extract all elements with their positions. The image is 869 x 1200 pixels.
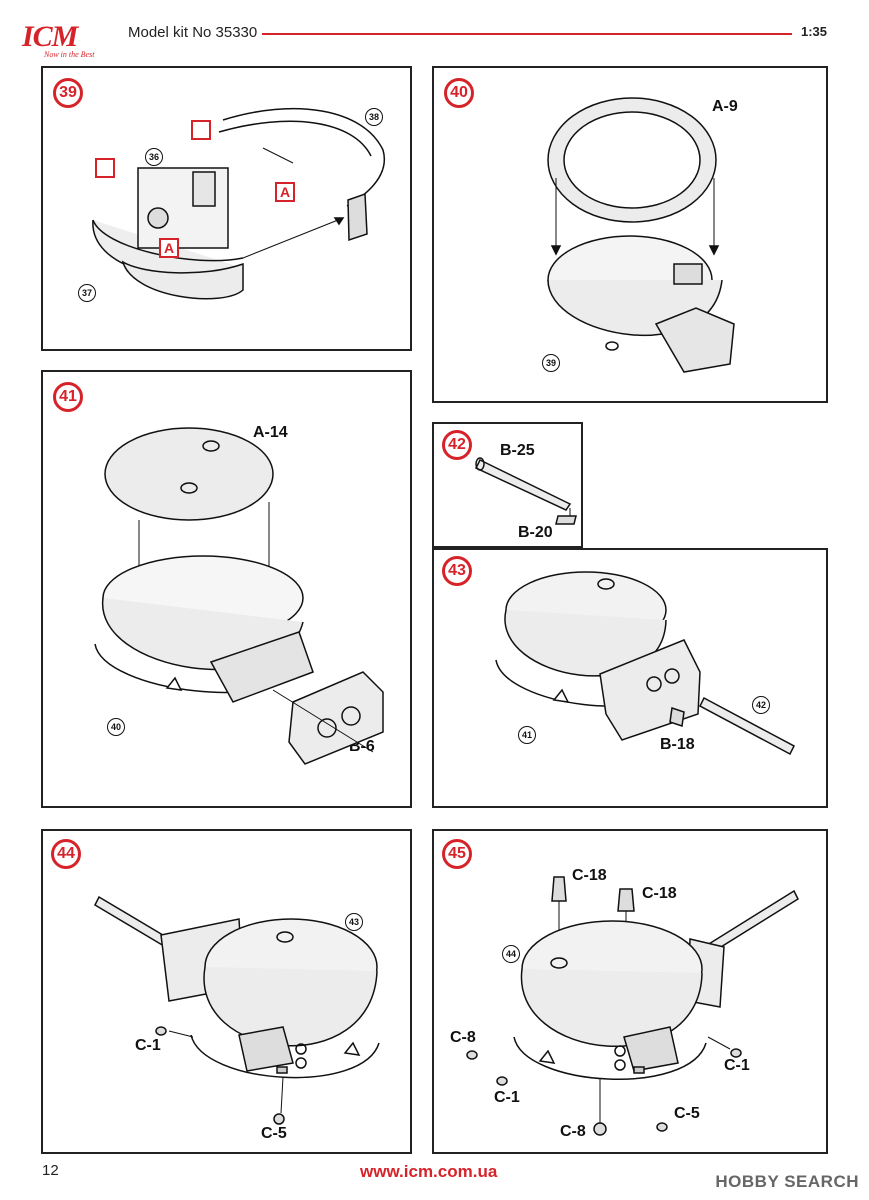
- step-43-illustration: [495, 571, 795, 756]
- watermark: HOBBY SEARCH: [715, 1172, 859, 1191]
- step-41-ref-40: 40: [107, 718, 125, 736]
- paint-mark-a: A: [159, 238, 179, 258]
- part-label: C-8: [560, 1123, 586, 1140]
- step-45-ref-44: 44: [502, 945, 520, 963]
- logo-tagline: Now in the Best: [44, 50, 95, 59]
- step-45-panel: 45 C-18 C-18 C-8 C-1 C-8 C-5 C-1: [432, 829, 828, 1154]
- website-link[interactable]: www.icm.com.ua: [360, 1162, 498, 1181]
- part-label: A-14: [253, 424, 288, 441]
- step-44-badge: 44: [51, 839, 81, 869]
- part-label: B-25: [500, 442, 535, 459]
- step-39-illustration: [92, 107, 386, 300]
- part-label: C-5: [674, 1105, 700, 1122]
- step-44-panel: 44 C-1 C-5 43: [41, 829, 412, 1154]
- step-39-ref-38: 38: [365, 108, 383, 126]
- part-label: B-20: [518, 524, 553, 541]
- step-42-badge: 42: [442, 430, 472, 460]
- step-41-panel: 41 A-14 B-6 40: [41, 370, 412, 808]
- page-number: 12: [42, 1162, 59, 1179]
- paint-mark-a: A: [275, 182, 295, 202]
- step-40-illustration: [547, 97, 735, 373]
- part-label: C-8: [450, 1029, 476, 1046]
- step-39-ref-37: 37: [78, 284, 96, 302]
- step-41-badge: 41: [53, 382, 83, 412]
- step-44-illustration: [94, 895, 380, 1125]
- part-label: C-18: [642, 885, 677, 902]
- header-rule: [262, 33, 792, 35]
- step-43-panel: 43 B-18 41 42: [432, 548, 828, 808]
- logo-text: ICM: [22, 20, 78, 53]
- step-43-ref-41: 41: [518, 726, 536, 744]
- part-label: A-9: [712, 98, 738, 115]
- step-44-ref-43: 43: [345, 913, 363, 931]
- step-41-illustration: [94, 427, 384, 765]
- icm-logo: ICM Now in the Best: [22, 20, 118, 64]
- part-label: C-1: [724, 1057, 750, 1074]
- step-39-ref-36: 36: [145, 148, 163, 166]
- glue-icon: [191, 120, 211, 140]
- step-40-badge: 40: [444, 78, 474, 108]
- part-label: C-1: [494, 1089, 520, 1106]
- step-45-illustration: [466, 876, 799, 1136]
- part-label: C-1: [135, 1037, 161, 1054]
- step-42-illustration: [474, 457, 577, 525]
- glue-icon: [95, 158, 115, 178]
- part-label: C-5: [261, 1125, 287, 1142]
- part-label: B-18: [660, 736, 695, 753]
- step-45-badge: 45: [442, 839, 472, 869]
- scale-label: 1:35: [800, 24, 827, 39]
- step-40-panel: 40 A-9 39: [432, 66, 828, 403]
- part-label: C-18: [572, 867, 607, 884]
- step-43-badge: 43: [442, 556, 472, 586]
- step-39-badge: 39: [53, 78, 83, 108]
- step-42-panel: 42 B-25 B-20: [432, 422, 583, 548]
- step-43-ref-42: 42: [752, 696, 770, 714]
- step-39-panel: 39 38 36 37 A A: [41, 66, 412, 351]
- kit-number: Model kit No 35330: [128, 24, 258, 41]
- step-40-ref-39: 39: [542, 354, 560, 372]
